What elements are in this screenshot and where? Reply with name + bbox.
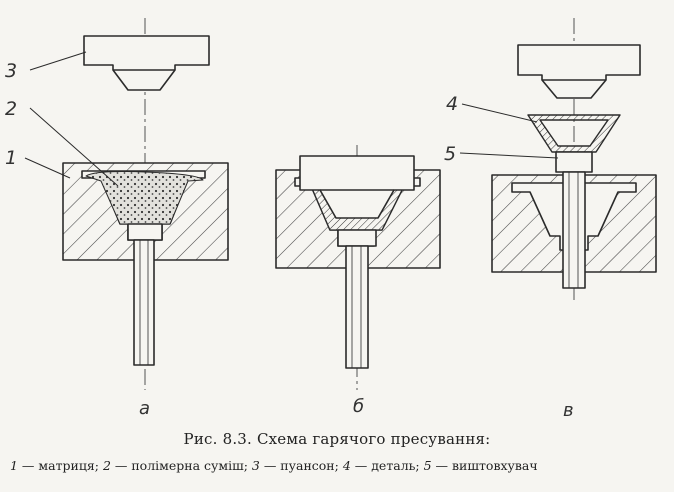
label-2: 2 [5, 98, 17, 120]
figure-caption: Рис. 8.3. Схема гарячого пресування: [183, 430, 491, 448]
matrix-c [491, 174, 657, 273]
stage-a [62, 18, 229, 390]
legend-num-2: 2 [102, 458, 111, 473]
stage-c [491, 18, 657, 300]
legend-text-3: — пуансон; [259, 458, 343, 473]
stage-label-b: б [353, 396, 364, 417]
press-diagram: 3 2 1 4 5 а б в [5, 18, 657, 421]
legend-text-4: — деталь; [350, 458, 424, 473]
ejector-block-a [127, 223, 163, 241]
punch-b [299, 155, 415, 219]
legend-text-5: — виштовхувач [431, 458, 538, 473]
label-1: 1 [5, 147, 17, 169]
stage-label-c: в [563, 400, 574, 421]
ejector-rod-b [345, 245, 369, 369]
figure-legend: 1 — матриця; 2 — полімерна суміш; 3 — пу… [10, 458, 674, 473]
leader-lines [24, 51, 559, 187]
label-4: 4 [446, 93, 458, 115]
punch-a [83, 35, 210, 91]
stage-label-a: а [139, 398, 150, 419]
legend-num-4: 4 [342, 458, 351, 473]
label-3: 3 [5, 60, 17, 82]
polymer-mixture-a [85, 171, 204, 225]
part-c [527, 114, 621, 153]
legend-num-3: 3 [251, 458, 260, 473]
ejector-block-b [337, 229, 377, 247]
ejector-rod-c [562, 171, 586, 289]
stage-b [275, 145, 441, 390]
punch-c [517, 44, 641, 99]
ejector-block-c [555, 151, 593, 173]
legend-text-2: — полімерна суміш; [110, 458, 252, 473]
ejector-rod-a [133, 239, 155, 366]
legend-text-1: — матриця; [17, 458, 103, 473]
label-5: 5 [444, 143, 456, 165]
legend-num-5: 5 [423, 458, 432, 473]
legend-num-1: 1 [10, 458, 18, 473]
